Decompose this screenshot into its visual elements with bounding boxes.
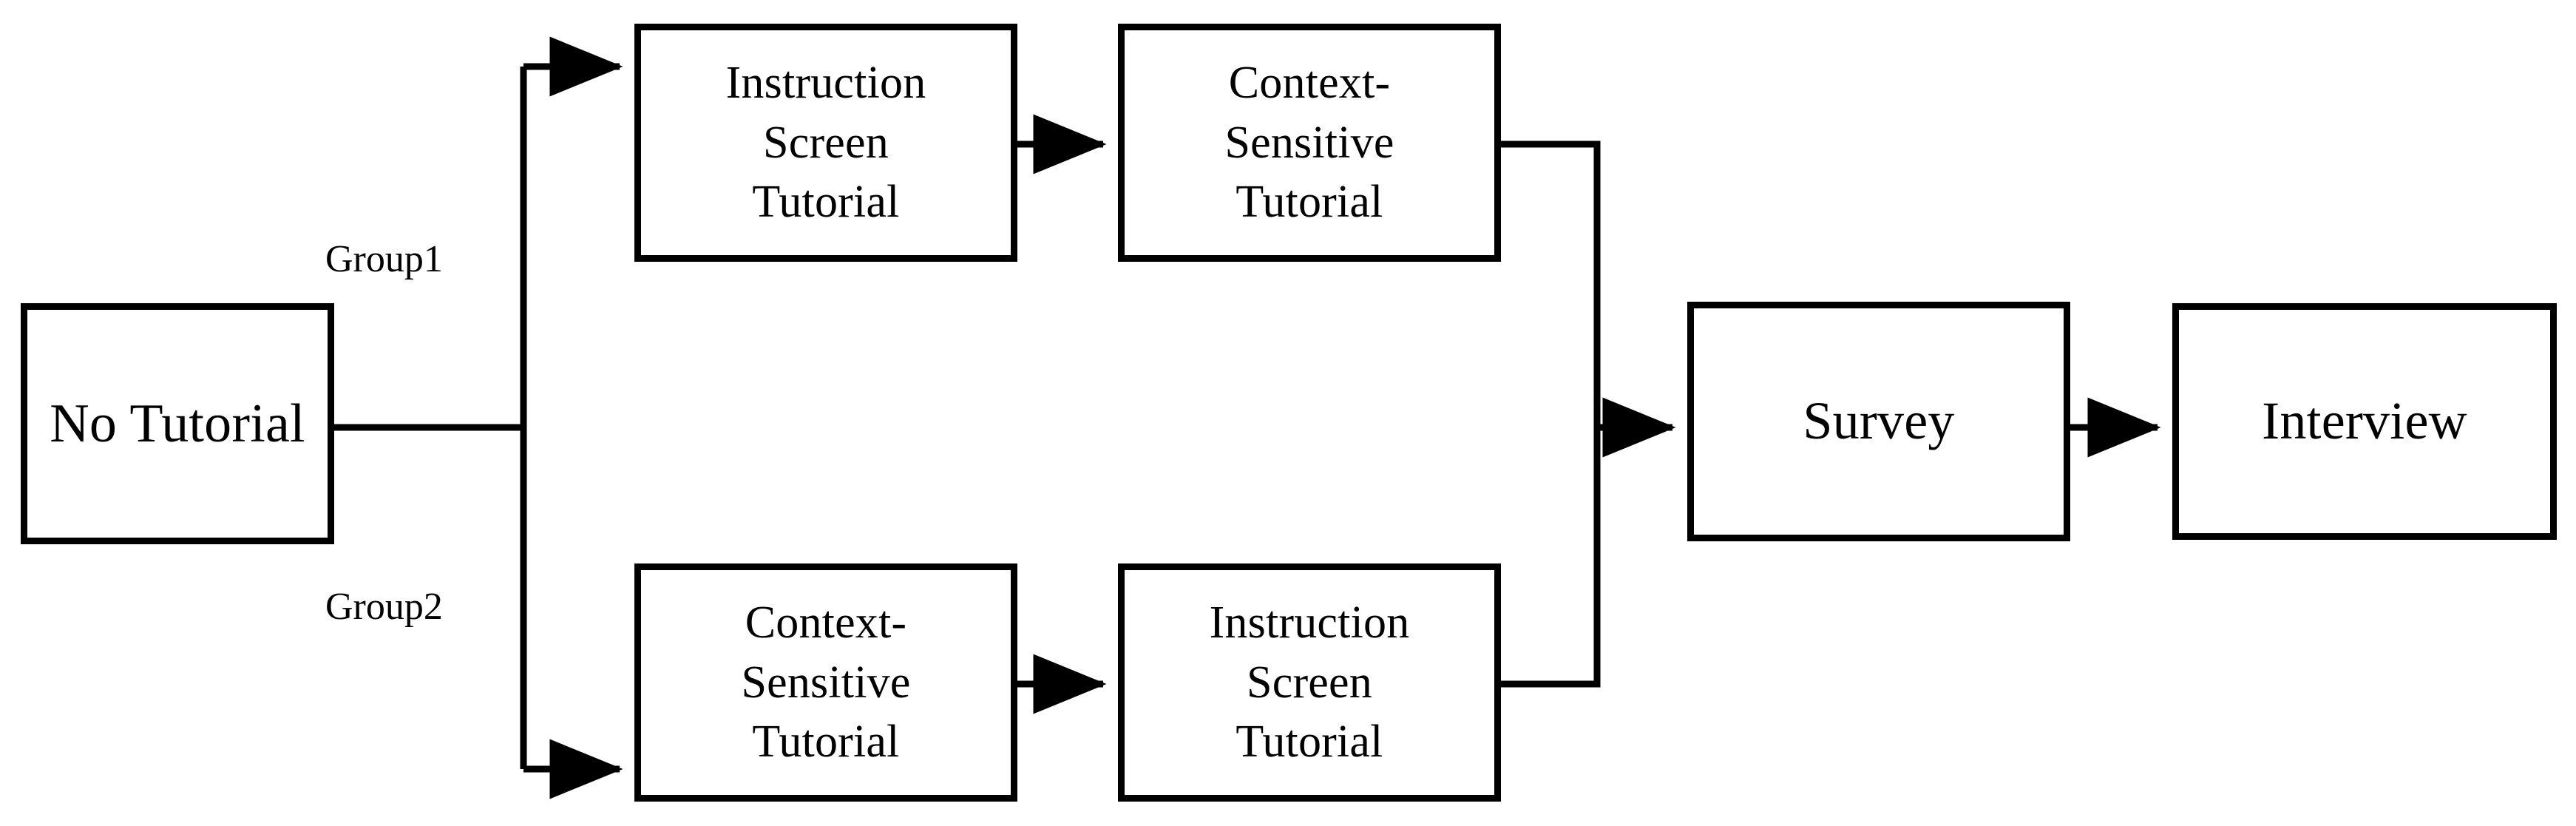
node-survey: Survey	[1687, 302, 2070, 541]
node-no-tutorial: No Tutorial	[21, 303, 334, 544]
node-instruction-screen-tutorial-group1: Instruction Screen Tutorial	[634, 24, 1017, 262]
edge-label-group2: Group2	[325, 586, 443, 628]
node-context-sensitive-tutorial-group2-label: Context- Sensitive Tutorial	[741, 598, 911, 768]
node-interview-label: Interview	[2262, 391, 2467, 451]
node-context-sensitive-tutorial-group2: Context- Sensitive Tutorial	[634, 563, 1017, 802]
node-survey-label: Survey	[1803, 391, 1955, 451]
node-instruction-screen-tutorial-group2: Instruction Screen Tutorial	[1118, 563, 1501, 802]
node-context-sensitive-tutorial-group1: Context- Sensitive Tutorial	[1118, 24, 1501, 262]
node-context-sensitive-tutorial-group1-label: Context- Sensitive Tutorial	[1224, 58, 1394, 228]
node-no-tutorial-label: No Tutorial	[50, 393, 305, 454]
node-interview: Interview	[2172, 303, 2557, 540]
node-instruction-screen-tutorial-group1-label: Instruction Screen Tutorial	[725, 58, 926, 228]
edge-label-group1: Group1	[325, 238, 443, 280]
edge-bot-to-merge	[1501, 427, 1601, 688]
node-instruction-screen-tutorial-group2-label: Instruction Screen Tutorial	[1209, 598, 1410, 768]
edge-top-to-merge	[1501, 141, 1601, 427]
